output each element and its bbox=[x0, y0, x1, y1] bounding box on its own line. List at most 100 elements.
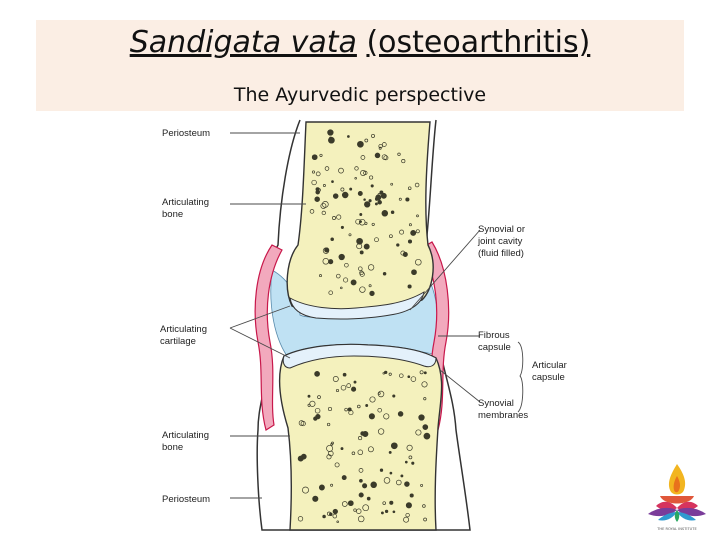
bone-pore bbox=[374, 152, 381, 159]
lower-bone bbox=[279, 343, 443, 531]
bone-pore bbox=[382, 271, 387, 276]
bone-pore bbox=[347, 135, 350, 138]
bone-pore bbox=[366, 496, 371, 501]
slide-title: Sandigata vata (osteoarthritis) bbox=[36, 24, 684, 62]
bone-pore bbox=[414, 182, 420, 188]
bone-pore bbox=[405, 502, 412, 509]
bone-pore bbox=[358, 266, 363, 271]
bone-pore bbox=[379, 190, 384, 195]
bone-pore bbox=[315, 171, 321, 177]
bone-pore bbox=[401, 159, 406, 164]
bone-pore bbox=[327, 129, 334, 136]
bone-pore bbox=[344, 262, 349, 268]
bone-pore bbox=[410, 376, 417, 382]
bone-pore bbox=[327, 511, 332, 516]
bone-pore bbox=[315, 413, 321, 420]
bone-pore bbox=[350, 279, 357, 286]
bone-pore bbox=[377, 193, 381, 197]
bone-pore bbox=[377, 392, 381, 395]
bone-pore bbox=[346, 383, 352, 388]
logo-lamp bbox=[660, 496, 694, 504]
bone-pore bbox=[340, 447, 344, 451]
bone-pore bbox=[388, 372, 392, 376]
bone-pore bbox=[314, 407, 321, 414]
bone-pore bbox=[363, 198, 366, 201]
bone-pore bbox=[383, 155, 389, 161]
bone-pore bbox=[399, 229, 405, 235]
logo-flame-core bbox=[673, 476, 681, 493]
bone-pore bbox=[317, 395, 321, 399]
bone-pore bbox=[341, 501, 348, 507]
bone-pore bbox=[377, 428, 385, 435]
bone-pore bbox=[362, 483, 368, 489]
bone-pore bbox=[422, 424, 429, 430]
bone-pore bbox=[307, 403, 311, 407]
bone-pore bbox=[388, 450, 392, 454]
bone-pore bbox=[390, 182, 394, 186]
bone-pore bbox=[380, 511, 384, 515]
bone-pore bbox=[330, 237, 334, 241]
bone-pore bbox=[369, 396, 376, 403]
bone-pore bbox=[408, 455, 413, 460]
bone-pore bbox=[340, 384, 347, 391]
label-periosteum-top: Periosteum bbox=[162, 128, 210, 139]
bone-pore bbox=[344, 407, 348, 412]
bone-pore bbox=[311, 170, 316, 174]
bone-pore bbox=[381, 142, 387, 147]
bone-pore bbox=[415, 229, 420, 234]
bone-pore bbox=[389, 500, 394, 505]
bone-pore bbox=[357, 191, 363, 196]
bone-pore bbox=[367, 264, 375, 271]
bone-pore bbox=[330, 443, 334, 446]
bone-pore bbox=[357, 404, 361, 409]
bone-pore bbox=[364, 201, 371, 208]
bone-pore bbox=[321, 210, 326, 216]
bone-pore bbox=[309, 209, 315, 214]
synovial-membrane-left bbox=[254, 244, 283, 431]
bone-pore bbox=[399, 373, 404, 378]
bone-pore bbox=[336, 273, 341, 279]
bone-pore bbox=[411, 461, 415, 465]
label-synovial-cavity-line2: joint cavity bbox=[477, 236, 523, 247]
bone-pore bbox=[358, 218, 366, 226]
bone-pore bbox=[411, 269, 417, 276]
bone-pore bbox=[332, 508, 338, 515]
label-periosteum-bottom: Periosteum bbox=[162, 494, 210, 505]
bone-pore bbox=[358, 436, 363, 441]
title-italic-part: Sandigata vata bbox=[129, 25, 357, 60]
institute-logo: THE ROYAL INSTITUTE bbox=[648, 464, 706, 531]
bone-pore bbox=[359, 478, 363, 483]
label-articular-capsule: Articular bbox=[532, 360, 567, 371]
bone-pore bbox=[340, 286, 343, 290]
title-plain-part: (osteoarthritis) bbox=[366, 25, 591, 60]
bone-pore bbox=[328, 290, 333, 295]
bone-pore bbox=[356, 243, 363, 250]
bone-pore bbox=[423, 397, 427, 401]
bone-pore bbox=[408, 223, 412, 227]
bone-pore bbox=[368, 199, 372, 203]
logo-caption: THE ROYAL INSTITUTE bbox=[656, 527, 697, 531]
bone-pore bbox=[405, 197, 410, 202]
bone-pore bbox=[419, 370, 424, 375]
bone-pore bbox=[356, 508, 362, 514]
bone-pore bbox=[405, 512, 410, 518]
bone-pore bbox=[377, 200, 382, 205]
bone-pore bbox=[314, 196, 320, 202]
bone-pore bbox=[324, 166, 330, 171]
bone-pore bbox=[326, 444, 334, 452]
bone-pore bbox=[420, 483, 424, 487]
bone-pore bbox=[351, 451, 356, 456]
bone-pore bbox=[407, 284, 412, 289]
spongy-bone-texture bbox=[297, 129, 431, 524]
bone-pore bbox=[353, 508, 357, 512]
bone-pore bbox=[402, 251, 408, 257]
bone-pore bbox=[324, 247, 330, 253]
upper-cartilage bbox=[289, 291, 425, 320]
bone-pore bbox=[332, 193, 339, 199]
bone-pore bbox=[396, 479, 402, 486]
bone-pore bbox=[359, 270, 364, 276]
bone-pore bbox=[331, 180, 334, 183]
bone-pore bbox=[354, 177, 357, 180]
label-articulating-bone-bottom: Articulating bbox=[162, 430, 209, 441]
bone-pore bbox=[392, 510, 396, 514]
